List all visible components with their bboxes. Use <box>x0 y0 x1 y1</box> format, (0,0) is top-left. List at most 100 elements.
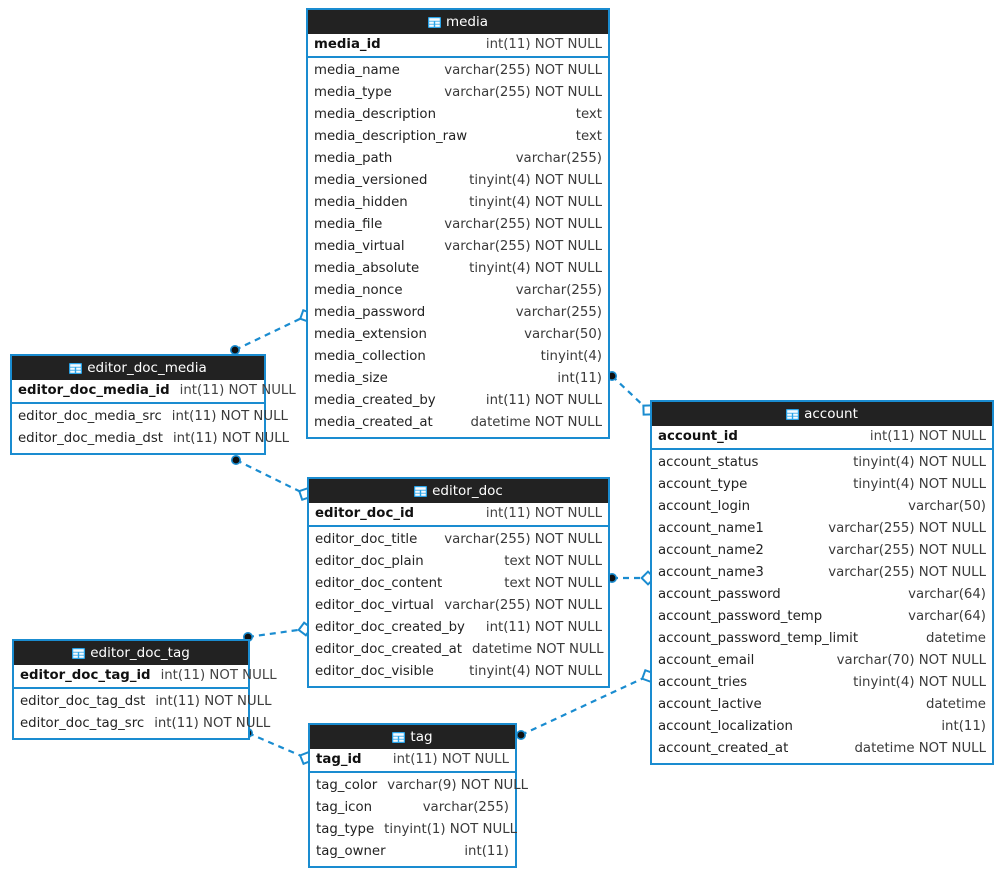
entity-header-editor_doc[interactable]: editor_doc <box>309 479 608 503</box>
relationship-rel-media-account[interactable] <box>606 370 654 416</box>
column-type: tinyint(4) NOT NULL <box>853 477 986 492</box>
column-name: tag_icon <box>316 800 373 815</box>
relationship-rel-editordoc-account[interactable] <box>606 570 656 586</box>
entity-header-editor_doc_tag[interactable]: editor_doc_tag <box>14 641 248 665</box>
relationship-rel-edt-editor-doc[interactable] <box>243 621 313 642</box>
column-name: account_password_temp <box>658 609 823 624</box>
column-name: account_password_temp_limit <box>658 631 859 646</box>
entity-header-media[interactable]: media <box>308 10 608 34</box>
column-row[interactable]: media_size int(11) <box>308 368 608 390</box>
column-name: tag_id <box>316 752 362 767</box>
column-name: tag_type <box>316 822 375 837</box>
column-name: media_type <box>314 85 392 100</box>
relationship-rel-edm-media[interactable] <box>230 308 314 355</box>
column-type: datetime <box>925 697 986 712</box>
entity-header-account[interactable]: account <box>652 402 992 426</box>
relationship-rel-edm-editor-doc[interactable] <box>231 454 312 501</box>
entity-name: media <box>445 14 489 30</box>
column-name: account_name3 <box>658 565 764 580</box>
column-name: media_size <box>314 371 388 386</box>
column-name: account_status <box>658 455 759 470</box>
column-name: media_name <box>314 63 400 78</box>
column-name: account_name2 <box>658 543 764 558</box>
column-row[interactable]: media_name varchar(255) NOT NULL <box>308 60 608 82</box>
column-type: varchar(50) <box>908 499 986 514</box>
relationship-line <box>247 731 307 760</box>
column-row[interactable]: media_hidden tinyint(4) NOT NULL <box>308 192 608 214</box>
column-type: varchar(255) NOT NULL <box>444 63 602 78</box>
column-row[interactable]: account_name2 varchar(255) NOT NULL <box>652 540 992 562</box>
entity-header-tag[interactable]: tag <box>310 725 515 749</box>
table-icon <box>786 408 800 420</box>
column-name: account_localization <box>658 719 793 734</box>
column-type: tinyint(4) <box>540 349 602 364</box>
column-name: editor_doc_tag_src <box>20 716 145 731</box>
column-type: varchar(255) NOT NULL <box>828 543 986 558</box>
column-type: varchar(255) NOT NULL <box>444 217 602 232</box>
column-type: int(11) <box>557 371 602 386</box>
column-type: tinyint(4) NOT NULL <box>469 195 602 210</box>
entity-header-editor_doc_media[interactable]: editor_doc_media <box>12 356 264 380</box>
column-name: media_hidden <box>314 195 408 210</box>
column-type: varchar(255) NOT NULL <box>828 521 986 536</box>
column-row[interactable]: editor_doc_tag_src int(11) NOT NULL <box>14 713 270 735</box>
column-type: int(11) NOT NULL <box>172 431 290 446</box>
column-type: int(11) NOT NULL <box>154 716 271 731</box>
column-name: editor_doc_created_at <box>315 642 462 657</box>
